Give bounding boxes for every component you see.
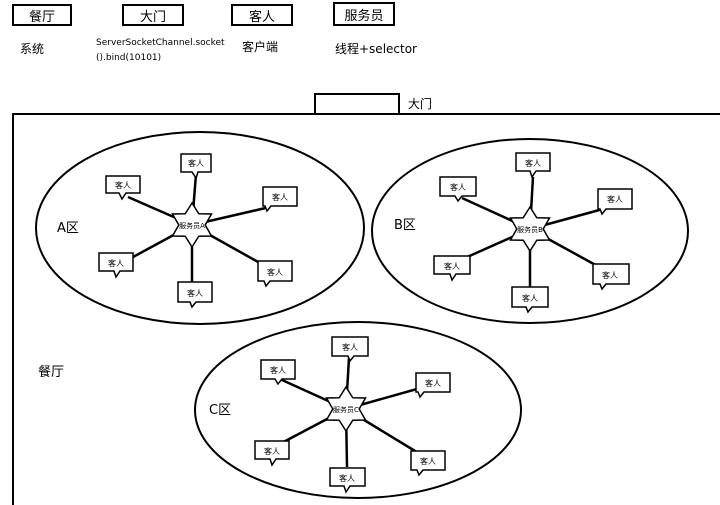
door-label: 大门 <box>408 96 432 111</box>
zone-a-ellipse <box>35 131 365 325</box>
svg-text:客人: 客人 <box>267 267 283 277</box>
waiter-b-star-icon <box>509 205 551 253</box>
restaurant-label: 餐厅 <box>38 364 64 380</box>
guest-a3: 客人 <box>262 186 298 213</box>
svg-text:客人: 客人 <box>444 261 460 271</box>
svg-text:客人: 客人 <box>108 258 124 268</box>
legend-desc-door-line1: ServerSocketChannel.socket <box>96 38 225 48</box>
guest-c6: 客人 <box>329 467 366 494</box>
door-rect <box>314 93 400 115</box>
guest-c3: 客人 <box>415 372 451 399</box>
svg-text:客人: 客人 <box>188 158 204 168</box>
svg-text:客人: 客人 <box>525 158 541 168</box>
guest-b1: 客人 <box>515 152 551 179</box>
guest-b6: 客人 <box>511 286 549 314</box>
svg-text:客人: 客人 <box>342 342 358 352</box>
restaurant-boundary <box>12 113 720 505</box>
zone-b-label: B区 <box>394 218 416 233</box>
svg-text:客人: 客人 <box>607 194 623 204</box>
svg-text:客人: 客人 <box>264 446 280 456</box>
guest-a4: 客人 <box>98 252 134 279</box>
zone-c: C区 服务员C 客人 客人 客人 客人 客人 <box>194 321 522 499</box>
guest-a2: 客人 <box>105 175 141 201</box>
svg-text:客人: 客人 <box>420 456 436 466</box>
waiter-c-label: 服务员C <box>333 405 359 414</box>
guest-b3: 客人 <box>597 188 633 216</box>
svg-text:客人: 客人 <box>450 182 466 192</box>
waiter-b-label: 服务员B <box>517 225 543 234</box>
legend-term-waiter: 服务员 <box>333 2 395 26</box>
zone-a-label: A区 <box>57 221 79 236</box>
legend-desc-waiter: 线程+selector <box>335 42 417 56</box>
svg-text:客人: 客人 <box>522 293 538 303</box>
guest-c4: 客人 <box>254 440 290 467</box>
zone-b-ellipse <box>371 138 689 324</box>
guest-b2: 客人 <box>439 176 477 203</box>
waiter-a-star-icon <box>171 201 213 249</box>
guest-b4: 客人 <box>433 255 471 282</box>
svg-text:客人: 客人 <box>425 378 441 388</box>
svg-text:客人: 客人 <box>339 473 355 483</box>
svg-text:客人: 客人 <box>270 365 286 375</box>
legend-term-door: 大门 <box>122 4 184 26</box>
svg-text:客人: 客人 <box>272 192 288 202</box>
waiter-c-star-icon <box>325 385 367 433</box>
guest-a6: 客人 <box>177 281 213 309</box>
guest-c2: 客人 <box>260 359 296 386</box>
legend-desc-restaurant: 系统 <box>20 42 45 56</box>
guest-b5: 客人 <box>592 263 630 291</box>
guest-c5: 客人 <box>410 450 446 477</box>
legend-desc-door-line2: ().bind(10101) <box>96 53 162 63</box>
zone-c-label: C区 <box>209 403 231 418</box>
svg-text:客人: 客人 <box>187 288 203 298</box>
legend-term-guest: 客人 <box>231 4 293 26</box>
legend-term-restaurant: 餐厅 <box>12 4 72 26</box>
guest-a5: 客人 <box>257 260 293 288</box>
zone-c-ellipse <box>194 321 522 499</box>
legend-desc-guest: 客户端 <box>242 40 279 54</box>
svg-text:客人: 客人 <box>115 180 131 190</box>
zone-a: A区 服务员A 客人 客人 客人 客人 客人 <box>35 131 365 325</box>
svg-text:客人: 客人 <box>602 270 618 280</box>
guest-c1: 客人 <box>331 336 369 363</box>
waiter-a-label: 服务员A <box>179 221 205 230</box>
zone-b: B区 服务员B 客人 客人 客人 客人 客人 <box>371 138 689 324</box>
guest-a1: 客人 <box>180 153 212 180</box>
